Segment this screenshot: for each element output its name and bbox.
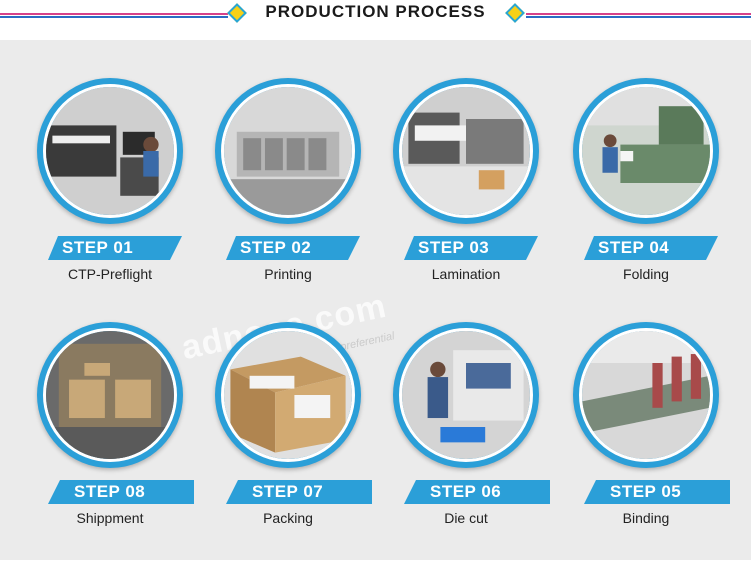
step-label: Packing (263, 510, 313, 526)
header-line-left-2 (0, 16, 228, 18)
step-card-04: STEP 04 Folding (556, 78, 736, 318)
die-cut-photo (399, 328, 533, 462)
process-panel: adnose.com Adnose preferential STEP 01 C… (0, 40, 751, 560)
binding-photo (579, 328, 713, 462)
header-line-right (526, 13, 751, 15)
step-banner: STEP 04 (584, 236, 718, 260)
step-label: Printing (264, 266, 312, 282)
step-banner: STEP 02 (226, 236, 360, 260)
step-banner: STEP 05 (584, 480, 730, 504)
header-line-left (0, 13, 228, 15)
folding-photo (579, 84, 713, 218)
shippment-photo (43, 328, 177, 462)
step-card-02: STEP 02 Printing (198, 78, 378, 318)
ctp-preflight-photo (43, 84, 177, 218)
header-line-right-2 (526, 16, 751, 18)
step-label: Die cut (444, 510, 488, 526)
step-circle (37, 78, 183, 224)
lamination-photo (399, 84, 533, 218)
step-card-01: STEP 01 CTP-Preflight (20, 78, 200, 318)
step-card-05: STEP 05 Binding (556, 322, 736, 562)
step-label: Folding (623, 266, 669, 282)
step-circle (215, 322, 361, 468)
header: PRODUCTION PROCESS (0, 0, 751, 32)
step-label: CTP-Preflight (67, 266, 153, 282)
step-label: Binding (622, 510, 670, 526)
page-title: PRODUCTION PROCESS (265, 2, 486, 21)
step-card-08: STEP 08 Shippment (20, 322, 200, 562)
step-card-03: STEP 03 Lamination (376, 78, 556, 318)
step-banner: STEP 01 (48, 236, 182, 260)
step-circle (393, 78, 539, 224)
step-circle (573, 322, 719, 468)
step-circle (393, 322, 539, 468)
step-banner: STEP 03 (404, 236, 538, 260)
step-card-06: STEP 06 Die cut (376, 322, 556, 562)
step-banner: STEP 08 (48, 480, 194, 504)
printing-photo (221, 84, 355, 218)
packing-photo (221, 328, 355, 462)
step-card-07: STEP 07 Packing (198, 322, 378, 562)
step-label: Lamination (431, 266, 501, 282)
step-label: Shippment (76, 510, 144, 526)
step-banner: STEP 07 (226, 480, 372, 504)
step-circle (37, 322, 183, 468)
step-circle (215, 78, 361, 224)
step-circle (573, 78, 719, 224)
step-banner: STEP 06 (404, 480, 550, 504)
